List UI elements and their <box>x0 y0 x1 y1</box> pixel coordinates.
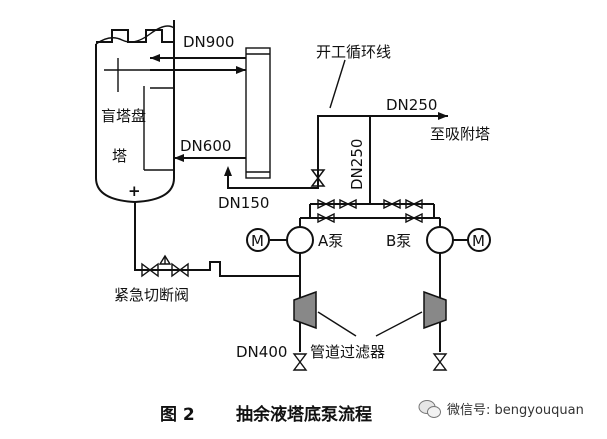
pump-a-label: A泵 <box>318 232 343 250</box>
strainer-a <box>293 290 317 330</box>
strainer-leaders <box>317 311 423 337</box>
motor-a-label: M <box>251 232 264 250</box>
figure-title: 抽余液塔底泵流程 <box>236 404 372 425</box>
watermark-text: 微信号: bengyouquan <box>447 403 584 418</box>
wechat-watermark: 微信号: bengyouquan <box>418 400 584 418</box>
motor-b-label: M <box>472 232 485 250</box>
dn600-label: DN600 <box>180 137 231 155</box>
dn900-line <box>150 54 246 74</box>
dn400-label: DN400 <box>236 343 287 361</box>
dn250-outlet-line <box>317 112 448 196</box>
dn150-line <box>224 118 319 189</box>
to-absorber-label: 至吸附塔 <box>430 125 490 143</box>
wechat-icon <box>418 400 441 418</box>
pump-a <box>270 226 314 254</box>
bottom-outlet-line <box>134 202 300 277</box>
pump-b <box>426 226 468 254</box>
discharge-valves <box>317 198 423 224</box>
motor-a <box>246 228 270 252</box>
bottom-nozzle-plus: + <box>128 182 141 200</box>
dn250-label-vertical: DN250 <box>348 139 366 190</box>
motor-b <box>467 228 491 252</box>
dn150-label: DN150 <box>218 194 269 212</box>
reboiler <box>245 47 271 179</box>
pump-b-label: B泵 <box>386 232 411 250</box>
startup-loop-valve <box>310 169 326 187</box>
emergency-cutoff-valve <box>141 254 189 278</box>
drain-valves <box>292 353 448 371</box>
emergency-valve-label: 紧急切断阀 <box>114 286 189 304</box>
blind-tray-label-2: 塔 <box>112 147 127 165</box>
dn250-label-horizontal: DN250 <box>386 96 437 114</box>
suction-lines <box>299 253 441 352</box>
startup-loop-label: 开工循环线 <box>316 43 391 61</box>
dn600-line <box>174 154 246 162</box>
figure-number: 图 2 <box>160 405 195 425</box>
blind-tray-label-1: 盲塔盘 <box>101 107 146 125</box>
strainer-label: 管道过滤器 <box>310 343 385 361</box>
strainer-b <box>423 290 447 330</box>
dn900-label: DN900 <box>183 33 234 51</box>
